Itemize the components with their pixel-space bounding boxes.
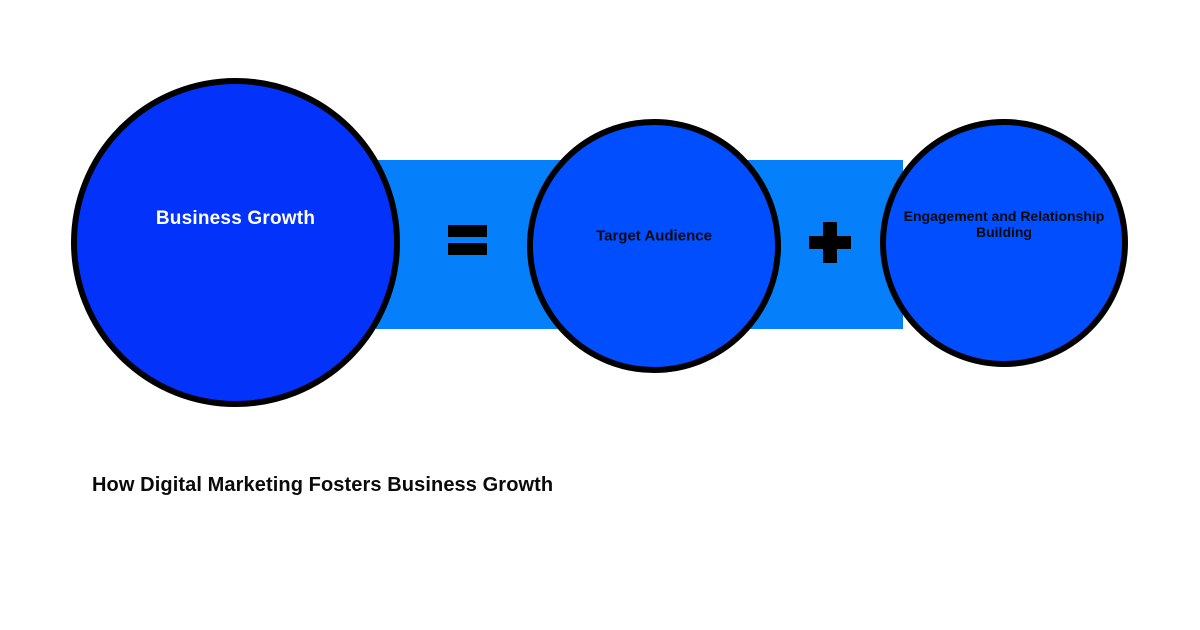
equals-symbol (448, 225, 487, 255)
node-target-audience-label: Target Audience (596, 227, 712, 245)
diagram-title: How Digital Marketing Fosters Business G… (92, 474, 554, 496)
node-engagement-relationship: Engagement and Relationship Building (880, 119, 1128, 367)
equals-bar-bottom (448, 243, 487, 255)
plus-bar-vertical (823, 222, 837, 263)
node-business-growth-label: Business Growth (155, 207, 316, 229)
node-business-growth: Business Growth (71, 78, 400, 407)
node-engagement-relationship-label: Engagement and Relationship Building (903, 208, 1105, 241)
node-target-audience: Target Audience (527, 119, 781, 373)
equals-bar-top (448, 225, 487, 237)
plus-symbol (809, 222, 851, 263)
